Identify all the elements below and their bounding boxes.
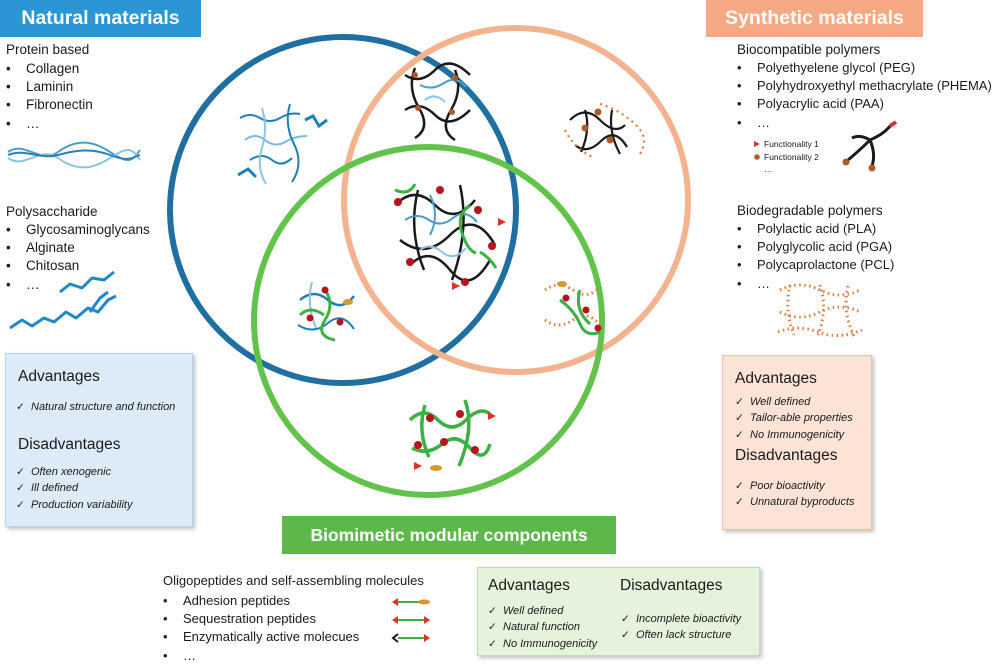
biomimetic-disadvantages-list: Incomplete bioactivity Often lack struct…: [621, 611, 741, 644]
sequestration-peptide-marker: [392, 616, 430, 624]
synthetic-disadvantages-list: Poor bioactivity Unnatural byproducts: [735, 478, 855, 511]
natural-biomimetic-illustration: [297, 281, 355, 342]
biocompatible-list: Polyethyelene glycol (PEG) Polyhydroxyet…: [735, 59, 992, 132]
biomimetic-banner: Biomimetic modular components: [282, 516, 616, 554]
list-item: Collagen: [4, 60, 93, 78]
list-item: Unnatural byproducts: [735, 494, 855, 511]
synthetic-disadvantages-heading: Disadvantages: [735, 447, 838, 464]
list-item: Laminin: [4, 78, 93, 96]
list-item: Often lack structure: [621, 627, 741, 644]
list-item: Tailor-able properties: [735, 410, 853, 427]
protein-based-heading: Protein based: [6, 42, 90, 57]
biomimetic-advantages-list: Well defined Natural function No Immunog…: [488, 603, 597, 652]
natural-disadvantages-list: Often xenogenic Ill defined Production v…: [16, 464, 133, 513]
polysaccharide-heading: Polysaccharide: [6, 204, 98, 219]
oligopeptides-heading: Oligopeptides and self-assembling molecu…: [163, 573, 424, 588]
functionality-2-label: Functionality 2: [764, 152, 819, 162]
list-item: Polyacrylic acid (PAA): [735, 95, 992, 113]
protein-list: Collagen Laminin Fibronectin …: [4, 60, 93, 133]
natural-synthetic-network-illustration: [404, 62, 471, 142]
biomimetic-advantages-heading: Advantages: [488, 577, 570, 594]
natural-materials-banner: Natural materials: [0, 0, 201, 37]
biomimetic-peptide-illustration: [408, 399, 496, 471]
list-item: Fibronectin: [4, 96, 93, 114]
natural-advantages-heading: Advantages: [18, 368, 100, 385]
list-item: Alginate: [4, 239, 150, 257]
biocompatible-heading: Biocompatible polymers: [737, 42, 881, 57]
oligopeptides-list: Adhesion peptides Sequestration peptides…: [161, 592, 359, 665]
list-item: Ill defined: [16, 480, 133, 497]
list-item: Polycaprolactone (PCL): [735, 256, 894, 274]
natural-network-illustration: [237, 103, 328, 185]
synthetic-materials-title: Synthetic materials: [725, 7, 904, 29]
list-item: Poor bioactivity: [735, 478, 855, 495]
list-item: …: [735, 114, 992, 132]
list-item: Natural function: [488, 619, 597, 636]
collagen-fiber-illustration: [7, 141, 141, 169]
polysaccharide-list: Glycosaminoglycans Alginate Chitosan …: [4, 221, 150, 294]
list-item: Adhesion peptides: [161, 592, 359, 610]
functionalized-star-polymer-illustration: [842, 120, 898, 172]
list-item: Polyglycolic acid (PGA): [735, 238, 894, 256]
list-item: No Immunogenicity: [488, 636, 597, 653]
synthetic-advantages-heading: Advantages: [735, 370, 817, 387]
adhesion-peptide-marker: [392, 598, 430, 606]
list-item: …: [4, 276, 150, 294]
list-item: Sequestration peptides: [161, 610, 359, 628]
center-hybrid-network-illustration: [394, 183, 506, 290]
natural-advantages-list: Natural structure and function: [16, 399, 175, 416]
biomimetic-circle: [251, 144, 605, 498]
list-item: …: [735, 275, 894, 293]
list-item: No Immunogenicity: [735, 427, 853, 444]
list-item: Polyhydroxyethyl methacrylate (PHEMA): [735, 77, 992, 95]
list-item: Production variability: [16, 497, 133, 514]
synthetic-biomimetic-illustration: [544, 281, 602, 336]
biodegradable-heading: Biodegradable polymers: [737, 203, 883, 218]
list-item: Polyethyelene glycol (PEG): [735, 59, 992, 77]
enzymatic-molecule-marker: [391, 633, 430, 643]
list-item: Often xenogenic: [16, 464, 133, 481]
synthetic-advantages-list: Well defined Tailor-able properties No I…: [735, 394, 853, 443]
list-item: Natural structure and function: [16, 399, 175, 416]
biomimetic-title: Biomimetic modular components: [310, 524, 588, 545]
list-item: Well defined: [488, 603, 597, 620]
list-item: …: [4, 115, 93, 133]
list-item: Glycosaminoglycans: [4, 221, 150, 239]
synthetic-circle: [341, 25, 691, 375]
functionality-more-label: …: [764, 164, 773, 174]
list-item: …: [161, 647, 359, 665]
natural-disadvantages-heading: Disadvantages: [18, 436, 121, 453]
list-item: Polylactic acid (PLA): [735, 220, 894, 238]
natural-materials-title: Natural materials: [21, 7, 180, 29]
biomimetic-pros-cons-box: Advantages Well defined Natural function…: [477, 567, 760, 656]
biodegradable-network-illustration: [777, 283, 863, 337]
natural-pros-cons-box: Advantages Natural structure and functio…: [5, 353, 193, 527]
list-item: Enzymatically active molecues: [161, 628, 359, 646]
biomimetic-disadvantages-heading: Disadvantages: [620, 577, 723, 594]
list-item: Well defined: [735, 394, 853, 411]
biodegradable-list: Polylactic acid (PLA) Polyglycolic acid …: [735, 220, 894, 293]
functionality-2-marker: [754, 154, 760, 160]
natural-circle: [167, 34, 519, 386]
synthetic-polymer-illustration: [564, 102, 646, 160]
list-item: Chitosan: [4, 257, 150, 275]
synthetic-pros-cons-box: Advantages Well defined Tailor-able prop…: [722, 355, 872, 530]
functionality-1-label: Functionality 1: [764, 139, 819, 149]
list-item: Incomplete bioactivity: [621, 611, 741, 628]
functionality-1-marker: [754, 141, 760, 147]
synthetic-materials-banner: Synthetic materials: [706, 0, 923, 37]
